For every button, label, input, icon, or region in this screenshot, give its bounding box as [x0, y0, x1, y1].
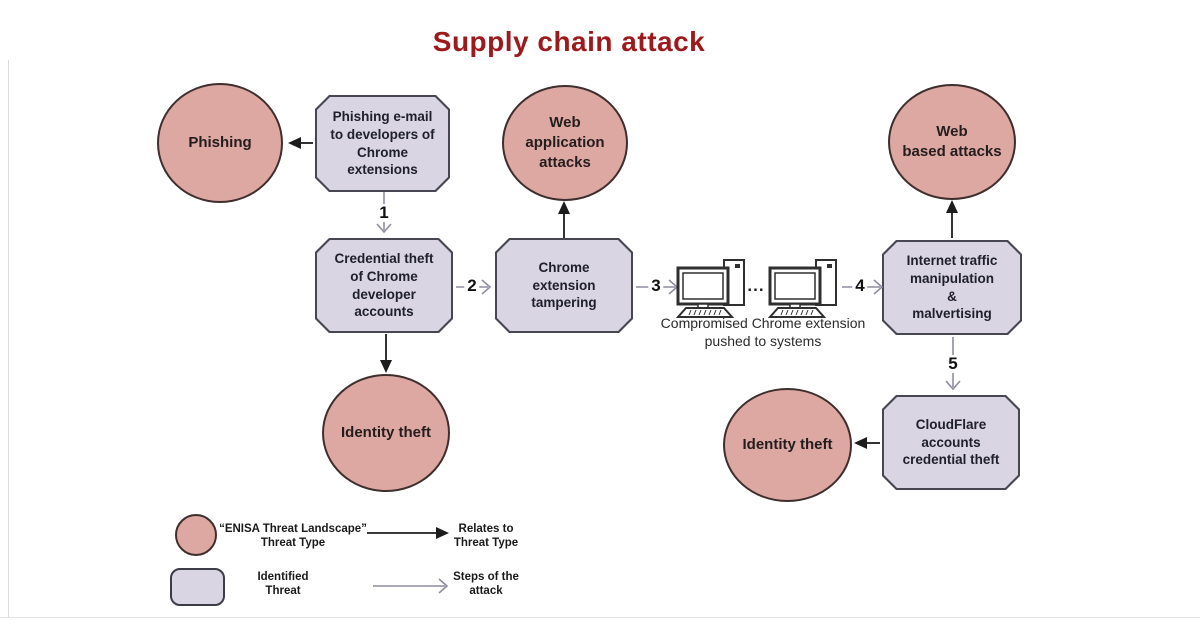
- node-label: Web based attacks: [902, 122, 1002, 160]
- node-cloudflare-credential-theft-box: CloudFlare accounts credential theft: [882, 395, 1020, 490]
- node-label: Identity theft: [742, 435, 833, 453]
- node-chrome-extension-tampering-box: Chrome extension tampering: [495, 238, 633, 333]
- box-fill: Internet traffic manipulation & malverti…: [884, 242, 1020, 333]
- arrow-credential-to-identity: [380, 334, 392, 373]
- box-fill: Chrome extension tampering: [497, 240, 631, 331]
- computers-caption: Compromised Chrome extension pushed to s…: [660, 315, 866, 349]
- node-web-based-attacks-circle: Web based attacks: [888, 84, 1016, 200]
- legend-identified-threat-label: Identified Threat: [257, 571, 309, 598]
- arrow-cloudflare-to-identity: [854, 437, 880, 449]
- node-label: Identity theft: [341, 423, 431, 441]
- legend-identified-threat-swatch: [170, 568, 225, 606]
- step-number-2: 2: [464, 277, 480, 295]
- arrow-email-to-phishing: [288, 137, 313, 149]
- box-fill: CloudFlare accounts credential theft: [884, 397, 1018, 488]
- node-phishing-circle: Phishing: [157, 83, 283, 203]
- computer-icon: [767, 259, 837, 318]
- node-credential-theft-box: Credential theft of Chrome developer acc…: [315, 238, 453, 333]
- legend-steps-arrow: [373, 578, 449, 594]
- node-web-application-attacks-circle: Web application attacks: [502, 85, 628, 201]
- node-label: Web application attacks: [525, 113, 605, 172]
- page-title: Supply chain attack: [432, 26, 706, 57]
- legend-threat-type-label: “ENISA Threat Landscape” Threat Type: [219, 523, 367, 550]
- node-identity-theft-right-circle: Identity theft: [723, 388, 852, 502]
- ellipsis-between-computers: ...: [747, 276, 765, 295]
- step-number-4: 4: [852, 277, 868, 295]
- legend-relates-label: Relates to Threat Type: [453, 523, 519, 550]
- node-label: Internet traffic manipulation & malverti…: [906, 252, 998, 322]
- step-number-5: 5: [945, 355, 961, 373]
- step-number-3: 3: [648, 277, 664, 295]
- left-frame-line: [8, 60, 9, 618]
- step-number-1: 1: [376, 204, 392, 222]
- node-label: Phishing e-mail to developers of Chrome …: [330, 108, 435, 178]
- node-identity-theft-left-circle: Identity theft: [322, 374, 450, 492]
- box-fill: Credential theft of Chrome developer acc…: [317, 240, 451, 331]
- node-phishing-email-box: Phishing e-mail to developers of Chrome …: [315, 95, 450, 192]
- legend-threat-type-swatch: [175, 514, 217, 556]
- computer-icon: [675, 259, 745, 318]
- node-label: CloudFlare accounts credential theft: [902, 416, 1000, 468]
- box-fill: Phishing e-mail to developers of Chrome …: [317, 97, 448, 190]
- arrow-tampering-to-webapp: [558, 201, 570, 238]
- node-label: Credential theft of Chrome developer acc…: [334, 250, 434, 320]
- bottom-frame-line: [0, 617, 1200, 618]
- arrow-traffic-to-webbased: [946, 200, 958, 238]
- node-internet-traffic-manipulation-box: Internet traffic manipulation & malverti…: [882, 240, 1022, 335]
- node-label: Phishing: [188, 133, 252, 151]
- legend-relates-arrow: [367, 527, 449, 539]
- legend-steps-label: Steps of the attack: [453, 571, 519, 598]
- node-label: Chrome extension tampering: [531, 259, 597, 311]
